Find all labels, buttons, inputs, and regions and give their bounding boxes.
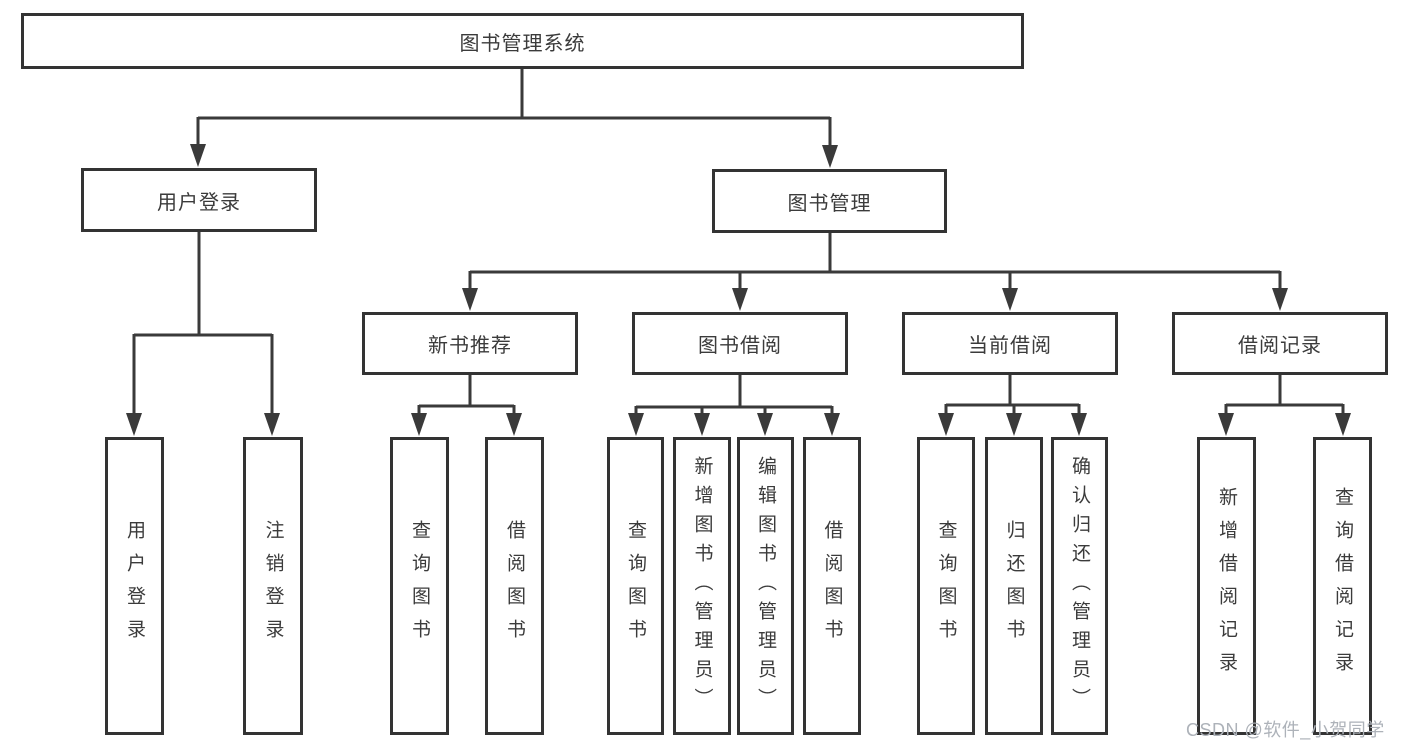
node-new-book-recommend: 新书推荐 bbox=[362, 312, 578, 375]
leaf-borrow-books-borrowing: 借阅图书 bbox=[803, 437, 861, 735]
leaf-query-borrow-record: 查询借阅记录 bbox=[1313, 437, 1372, 735]
leaf-logout: 注销登录 bbox=[243, 437, 303, 735]
leaf-return-books: 归还图书 bbox=[985, 437, 1043, 735]
leaf-add-borrow-record: 新增借阅记录 bbox=[1197, 437, 1256, 735]
leaf-query-books-recommend: 查询图书 bbox=[390, 437, 449, 735]
arrowheads bbox=[126, 144, 1351, 436]
node-borrowing-records: 借阅记录 bbox=[1172, 312, 1388, 375]
leaf-query-books-current: 查询图书 bbox=[917, 437, 975, 735]
leaf-query-books-borrowing: 查询图书 bbox=[607, 437, 664, 735]
csdn-watermark: CSDN @软件_小贺同学 bbox=[1186, 720, 1385, 740]
node-book-management: 图书管理 bbox=[712, 169, 947, 233]
leaf-user-login: 用户登录 bbox=[105, 437, 164, 735]
leaf-edit-book-admin: 编辑图书（管理员） bbox=[737, 437, 794, 735]
leaf-confirm-return-admin: 确认归还（管理员） bbox=[1051, 437, 1108, 735]
node-user-login: 用户登录 bbox=[81, 168, 317, 232]
node-library-system-root: 图书管理系统 bbox=[21, 13, 1024, 69]
leaf-borrow-books-recommend: 借阅图书 bbox=[485, 437, 544, 735]
node-book-borrowing: 图书借阅 bbox=[632, 312, 848, 375]
leaf-add-book-admin: 新增图书（管理员） bbox=[673, 437, 731, 735]
node-current-borrowing: 当前借阅 bbox=[902, 312, 1118, 375]
